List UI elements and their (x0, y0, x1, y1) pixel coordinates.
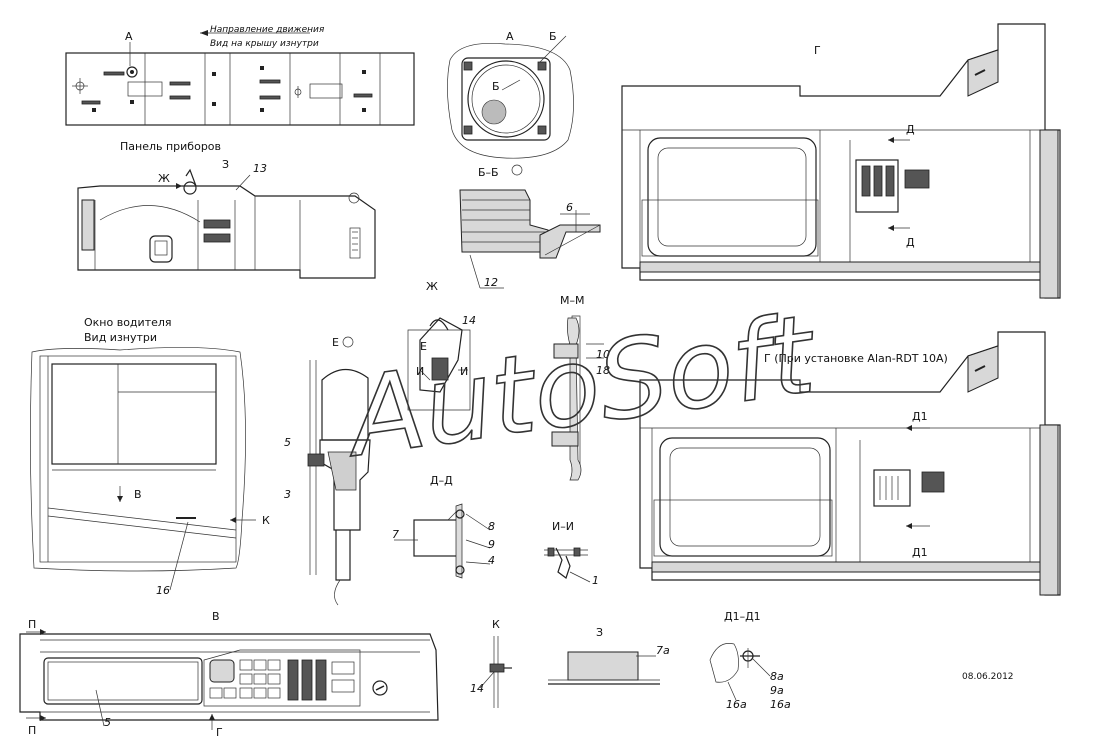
callout-7: 8 (488, 520, 495, 533)
clip-view-zh (407, 317, 471, 411)
window-title-line2: Вид изнутри (84, 331, 157, 344)
callout-6: 6 (566, 201, 573, 214)
rotation-icon (511, 164, 523, 176)
section-z-drawing (548, 651, 660, 685)
watermark: AutoSoft (336, 292, 824, 482)
callout-8a: 9а (770, 684, 784, 697)
section-d1d1-title: Д1–Д1 (724, 610, 761, 623)
view-v-marker: В (134, 488, 142, 501)
callout-3-lower: 3 (284, 488, 291, 501)
view-zh-marker: Ж (158, 172, 170, 185)
section-i-right: И (460, 365, 468, 378)
view-e-title: Е (332, 336, 339, 349)
callout-16: 7 (392, 528, 399, 541)
section-d-bottom: Д (906, 236, 915, 249)
section-p-top: П (28, 618, 36, 631)
view-v-drawing (19, 629, 439, 730)
callout-12: 12 (484, 276, 498, 289)
direction-note: Направление движения (210, 25, 325, 35)
section-mm-drawing (551, 315, 604, 481)
callout-14-z: 7а (656, 644, 670, 657)
callout-8: 9 (488, 538, 495, 551)
callout-14: 14 (462, 314, 476, 327)
callout-4: 1 (592, 574, 599, 587)
section-z-marker: З (222, 158, 229, 171)
panel-title: Панель приборов (120, 140, 221, 153)
view-v-title: В (212, 610, 220, 623)
section-z-title: З (596, 626, 603, 639)
driver-window-drawing (30, 347, 256, 591)
roof-view (65, 30, 415, 126)
section-d1-top: Д1 (912, 410, 928, 423)
callout-5: 5 (284, 436, 291, 449)
view-zh-title: Ж (426, 280, 438, 293)
section-ii-drawing (544, 547, 591, 583)
view-e-marker-small: Е (420, 340, 427, 353)
section-d-top: Д (906, 123, 915, 136)
section-mm-title: М–М (560, 294, 584, 307)
drawing-date: 08.06.2012 (962, 672, 1014, 682)
view-k-title: К (492, 618, 500, 631)
callout-10: 10 (596, 348, 610, 361)
callout-16a: 16а (726, 698, 747, 711)
view-a-marker: А (125, 30, 133, 43)
section-d1-bottom: Д1 (912, 546, 928, 559)
rotation-icon-e (342, 336, 354, 348)
instrument-panel-drawing (77, 168, 376, 279)
section-i-left: И (416, 365, 424, 378)
view-g-marker: Г (216, 726, 223, 739)
view-k-marker: К (262, 514, 270, 527)
view-k-drawing (479, 636, 512, 708)
section-b-marker-mid: Б (492, 80, 500, 93)
section-p-bottom: П (28, 724, 36, 737)
view-a-title: А (506, 30, 514, 43)
callout-13: 13 (253, 162, 267, 175)
section-dd-drawing (394, 503, 491, 579)
callout-9a: 16а (770, 698, 791, 711)
section-bb-drawing (459, 189, 601, 259)
section-bb-title: Б–Б (478, 166, 499, 179)
section-b-marker-top: Б (549, 30, 557, 43)
window-title-line1: Окно водителя (84, 316, 172, 329)
callout-9: 4 (488, 554, 495, 567)
view-g-title: Г (814, 44, 821, 57)
handset-drawing (307, 360, 371, 606)
speaker-view-a (447, 35, 574, 159)
callout-15: 16 (156, 584, 170, 597)
callout-18: 18 (596, 364, 610, 377)
roof-view-note: Вид на крышу изнутри (210, 39, 319, 49)
section-dd-title: Д–Д (430, 474, 453, 487)
view-g-alan-title: Г (При установке Alan-RDT 10A) (764, 352, 948, 365)
view-g-alan-drawing (639, 331, 1061, 596)
section-d1d1-drawing (709, 643, 771, 701)
section-ii-title: И–И (552, 520, 574, 533)
view-g-drawing (621, 23, 1061, 299)
callout-7a: 8а (770, 670, 784, 683)
callout-1: 5 (104, 716, 111, 729)
callout-5-k: 14 (470, 682, 484, 695)
